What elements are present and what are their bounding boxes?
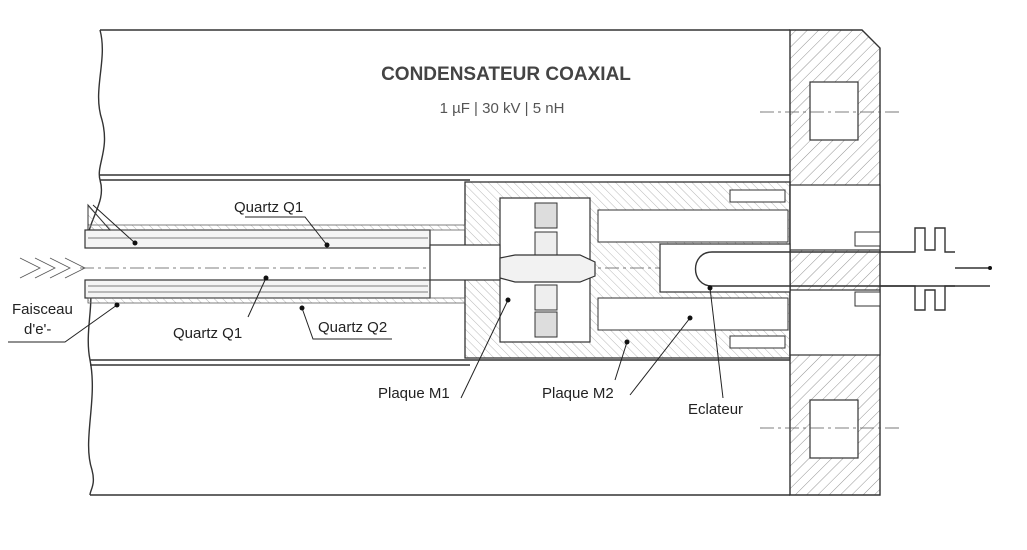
capacitor-body [87, 29, 790, 496]
label-quartz-q1-top: Quartz Q1 [92, 199, 330, 248]
quartz-tubes [19, 203, 700, 304]
label-eclateur: Eclateur [688, 285, 743, 418]
label-quartz-q2: Quartz Q2 [299, 305, 392, 340]
diagram-title: CONDENSATEUR COAXIAL [381, 64, 631, 85]
label-plaque-m2: Plaque M2 [542, 315, 693, 402]
label-faisceau: Faisceau d'e'- [8, 301, 120, 343]
label-text: Quartz Q1 [173, 325, 242, 342]
capacitor-specs: 1 µF | 30 kV | 5 nH [440, 100, 565, 117]
electrode-spark-gap [429, 227, 992, 311]
label-text: Quartz Q1 [234, 199, 303, 216]
label-text: Quartz Q2 [318, 319, 387, 336]
label-text: Faisceau [12, 301, 73, 318]
label-text: d'e'- [24, 321, 51, 338]
label-text: Eclateur [688, 401, 743, 418]
label-quartz-q1-bottom: Quartz Q1 [173, 275, 269, 342]
label-plaque-m1: Plaque M1 [378, 297, 511, 402]
label-text: Plaque M1 [378, 385, 450, 402]
label-text: Plaque M2 [542, 385, 614, 402]
